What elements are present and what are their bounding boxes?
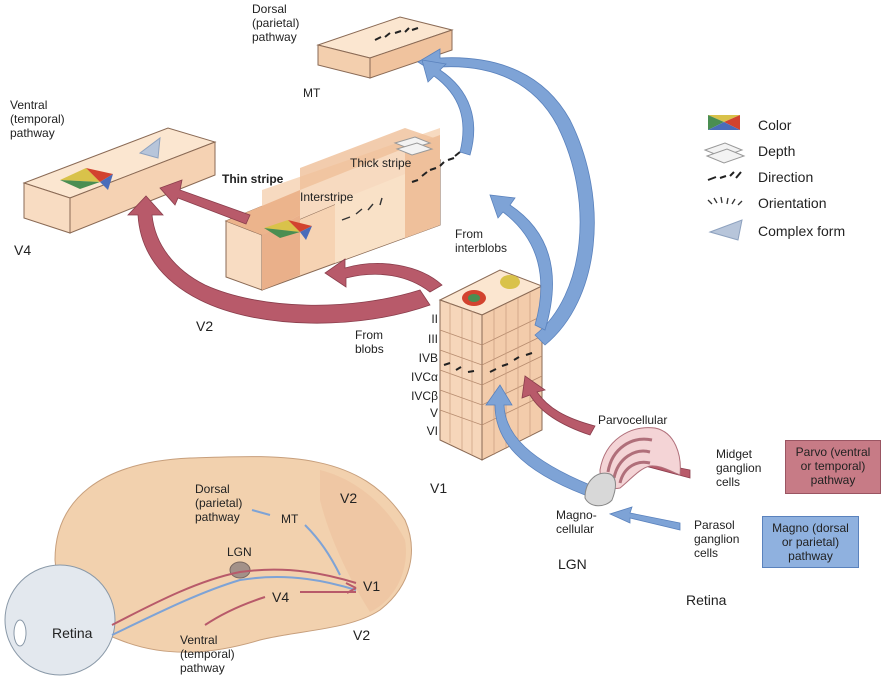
from-interblobs-label: From interblobs: [455, 227, 507, 255]
brain-v4-label: V4: [272, 589, 289, 605]
legend-item-complex-form: Complex form: [700, 220, 870, 242]
interstripe-label: Interstripe: [300, 190, 353, 204]
retina-label: Retina: [686, 592, 726, 608]
mt-label: MT: [303, 86, 320, 100]
v4-slab: [24, 128, 215, 233]
v1-block: [440, 270, 542, 460]
v2-label: V2: [196, 318, 213, 334]
midget-ganglion-label: Midget ganglion cells: [716, 447, 761, 489]
brain-ventral-label: Ventral (temporal) pathway: [180, 633, 235, 675]
layer-vi: VI: [398, 424, 438, 438]
magno-pathway-box: Magno (dorsal or parietal) pathway: [762, 516, 859, 568]
ventral-pathway-label: Ventral (temporal) pathway: [10, 98, 65, 140]
legend-label: Direction: [758, 169, 813, 185]
interblob-to-v2-arrow: [325, 259, 442, 292]
parvo-pathway-box: Parvo (ventral or temporal) pathway: [785, 440, 881, 494]
brain-v2-bottom-label: V2: [353, 627, 370, 643]
layer-ivb: IVB: [398, 351, 438, 365]
brain-retina-label: Retina: [52, 625, 92, 641]
brain-lgn-label: LGN: [227, 545, 252, 559]
legend-label: Complex form: [758, 223, 845, 239]
from-blobs-label: From blobs: [355, 328, 384, 356]
layer-ivc-beta: IVCβ: [398, 389, 438, 403]
layer-ivc-alpha: IVCα: [398, 370, 438, 384]
brain-v2-top-label: V2: [340, 490, 357, 506]
lgn-structure: [585, 428, 680, 506]
legend-label: Orientation: [758, 195, 826, 211]
legend-item-depth: Depth: [700, 140, 870, 162]
parasol-ganglion-label: Parasol ganglion cells: [694, 518, 739, 560]
thick-stripe-label: Thick stripe: [350, 156, 411, 170]
legend-item-direction: Direction: [700, 166, 870, 188]
parvocellular-label: Parvocellular: [598, 413, 667, 427]
v1-label: V1: [430, 480, 447, 496]
v2-to-v4-arrow: [160, 180, 250, 224]
legend-label: Depth: [758, 143, 795, 159]
dorsal-pathway-label: Dorsal (parietal) pathway: [252, 2, 299, 44]
legend-item-color: Color: [700, 114, 870, 136]
lgn-label: LGN: [558, 556, 587, 572]
legend-label: Color: [758, 117, 791, 133]
layer-ii: II: [398, 312, 438, 326]
legend-item-orientation: Orientation: [700, 192, 870, 214]
parasol-arrow: [610, 507, 680, 530]
brain-mt-label: MT: [281, 512, 298, 526]
thin-stripe-label: Thin stripe: [222, 172, 283, 186]
magnocellular-label: Magno- cellular: [556, 508, 597, 536]
layer-v: V: [398, 406, 438, 420]
brain-dorsal-label: Dorsal (parietal) pathway: [195, 482, 242, 524]
layer-iii: III: [398, 332, 438, 346]
brain-v1-label: V1: [363, 578, 380, 594]
v4-label: V4: [14, 242, 31, 258]
